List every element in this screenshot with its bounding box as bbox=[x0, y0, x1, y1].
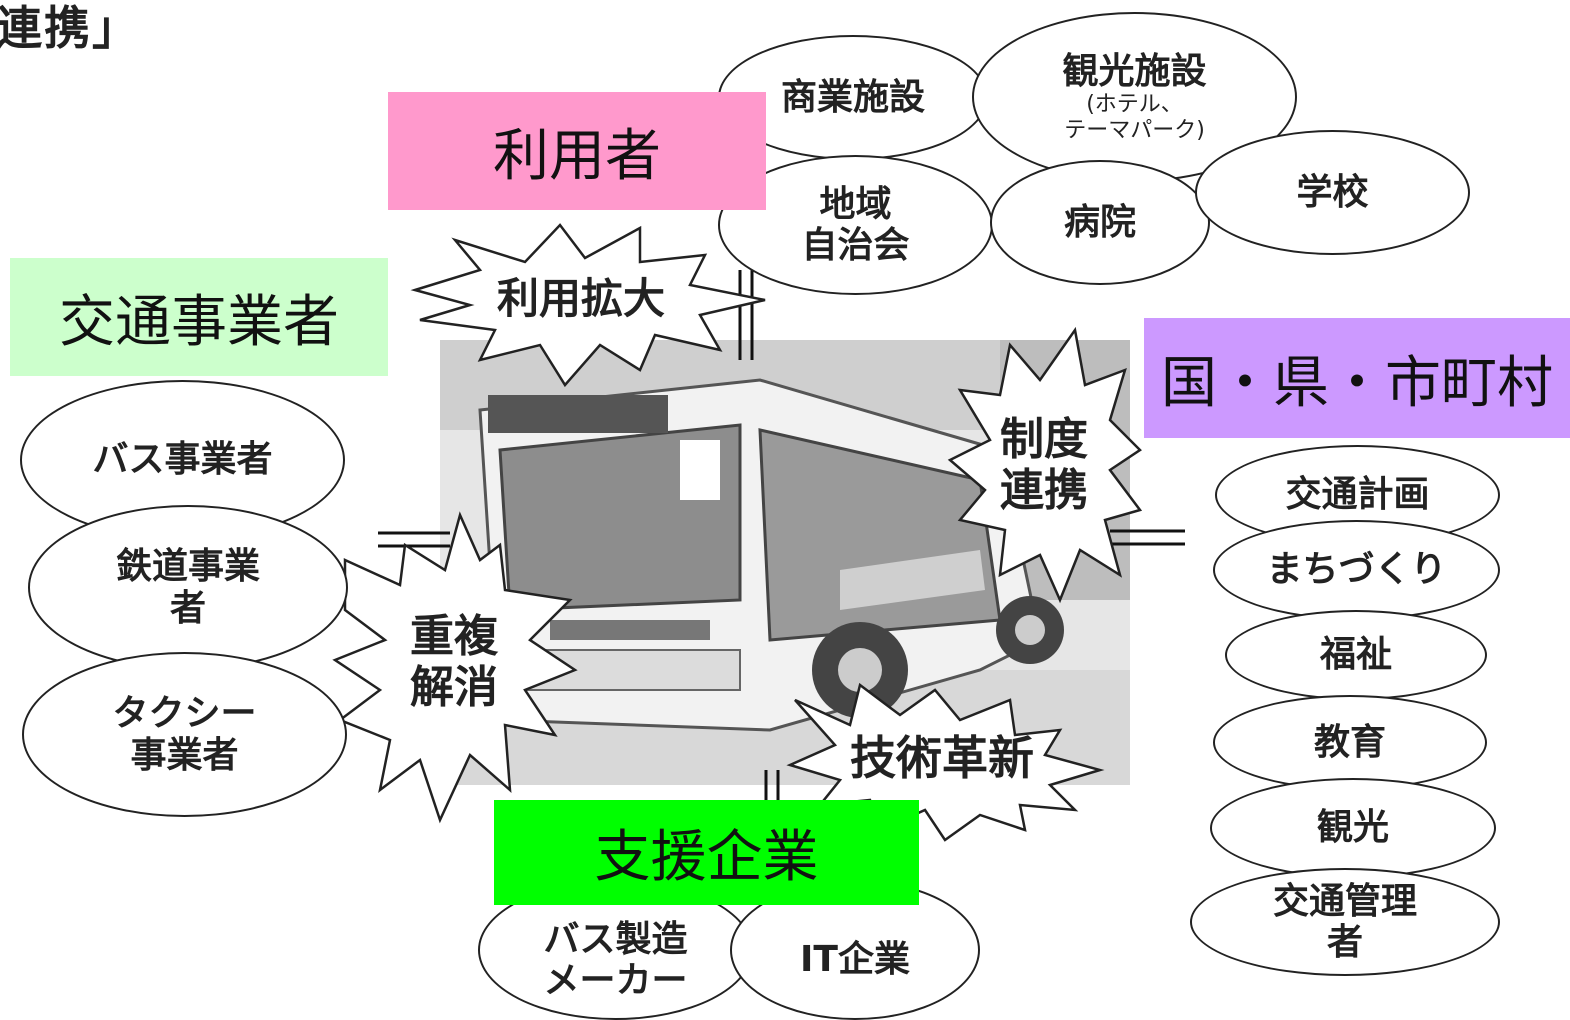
node-taxi-operator-line1: タクシー bbox=[112, 693, 257, 735]
node-rail-operator-line2: 者 bbox=[169, 587, 206, 629]
group-label-users: 利用者 bbox=[388, 92, 766, 210]
node-bus-maker-line2: メーカー bbox=[543, 960, 688, 1001]
node-school: 学校 bbox=[1195, 130, 1470, 255]
node-traffic-plan-label: 交通計画 bbox=[1285, 474, 1430, 516]
heading-fragment: 連携」 bbox=[0, 1, 140, 55]
node-tourism: 観光 bbox=[1210, 778, 1496, 878]
node-bus-operator-label: バス事業者 bbox=[92, 439, 273, 481]
burst-system-line2: 連携 bbox=[1000, 464, 1088, 516]
node-commercial-label: 商業施設 bbox=[780, 76, 925, 118]
node-rail-operator-line1: 鉄道事業 bbox=[115, 546, 260, 588]
node-town-planning-label: まちづくり bbox=[1266, 549, 1447, 591]
node-rail-operator: 鉄道事業 者 bbox=[28, 505, 348, 670]
node-tourism-facility-sub1: (ホテル、 bbox=[1086, 92, 1183, 118]
node-bus-maker-line1: バス製造 bbox=[543, 918, 688, 960]
group-label-transport: 交通事業者 bbox=[10, 258, 388, 376]
node-hospital-label: 病院 bbox=[1063, 201, 1136, 243]
burst-overlap-label: 重複 解消 bbox=[410, 611, 498, 713]
node-school-label: 学校 bbox=[1296, 171, 1369, 213]
node-education: 教育 bbox=[1213, 695, 1487, 790]
node-taxi-operator-line2: 事業者 bbox=[130, 734, 239, 776]
burst-system-label: 制度 連携 bbox=[1000, 414, 1088, 516]
node-traffic-admin: 交通管理 者 bbox=[1190, 868, 1500, 976]
node-education-label: 教育 bbox=[1313, 721, 1386, 763]
node-welfare: 福祉 bbox=[1225, 610, 1487, 700]
node-taxi-operator: タクシー 事業者 bbox=[22, 652, 347, 817]
group-label-support: 支援企業 bbox=[494, 800, 919, 905]
burst-expand-label: 利用拡大 bbox=[497, 274, 666, 323]
group-label-government: 国・県・市町村 bbox=[1144, 318, 1570, 438]
node-community-line2: 自治会 bbox=[801, 225, 910, 266]
bus-photo bbox=[440, 340, 1130, 785]
burst-system-line1: 制度 bbox=[1000, 414, 1088, 465]
burst-innovation-label: 技術革新 bbox=[850, 731, 1034, 785]
node-traffic-admin-line1: 交通管理 bbox=[1272, 880, 1417, 922]
node-tourism-facility-sub2: テーマパーク) bbox=[1064, 117, 1205, 143]
burst-overlap-line1: 重複 bbox=[410, 611, 498, 662]
node-community-line1: 地域 bbox=[819, 183, 892, 225]
node-town-planning: まちづくり bbox=[1213, 520, 1500, 620]
burst-overlap-line2: 解消 bbox=[410, 661, 498, 713]
node-tourism-label: 観光 bbox=[1316, 807, 1389, 849]
node-tourism-facility-label: 観光施設 bbox=[1062, 51, 1207, 92]
node-traffic-admin-line2: 者 bbox=[1326, 922, 1363, 963]
node-it-company-label: IT企業 bbox=[800, 939, 910, 981]
node-welfare-label: 福祉 bbox=[1319, 634, 1392, 676]
node-hospital: 病院 bbox=[990, 160, 1210, 285]
